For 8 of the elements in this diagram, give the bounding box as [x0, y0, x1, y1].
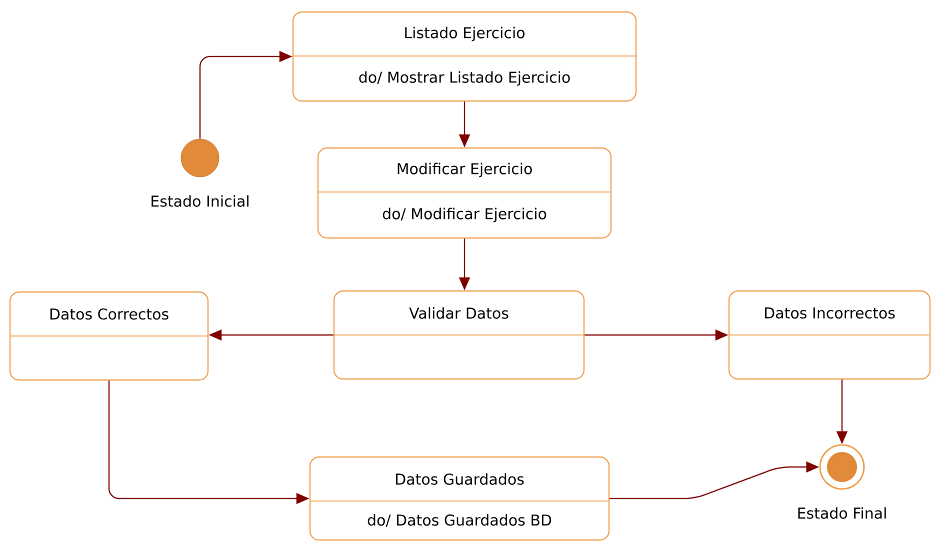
- state-box: Datos Correctos: [9, 291, 209, 381]
- state-box: Datos Guardados do/ Datos Guardados BD: [309, 456, 610, 541]
- state-box: Validar Datos: [333, 290, 585, 380]
- state-box: Datos Incorrectos: [728, 290, 931, 380]
- state-label: Estado Final: [798, 507, 886, 519]
- state-box: Modificar Ejercicio do/ Modificar Ejercicio: [317, 147, 612, 239]
- state-box: Listado Ejercicio do/ Mostrar Listado Ejercicio: [292, 11, 637, 102]
- state-label: Estado Inicial: [152, 195, 248, 207]
